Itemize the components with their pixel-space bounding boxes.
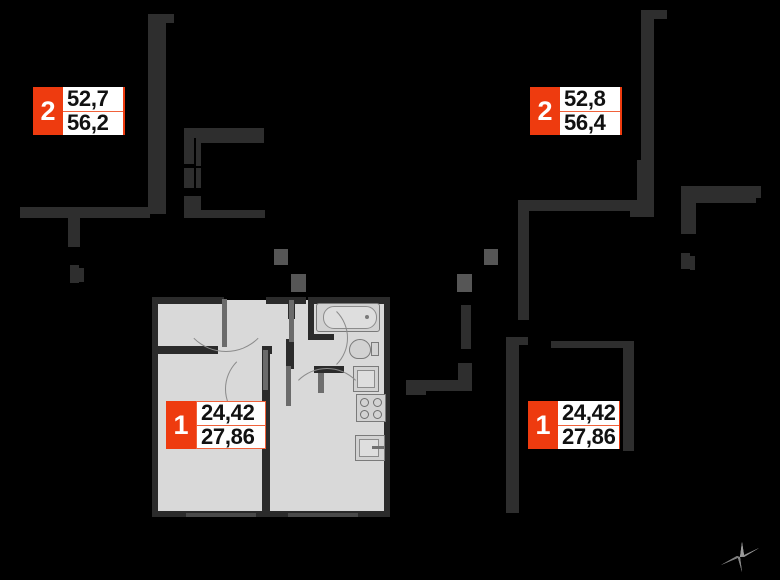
total-area-value: 56,2 — [67, 110, 109, 135]
bathtub-drain-icon — [365, 315, 369, 319]
area-values: 24,42 27,86 — [196, 401, 266, 449]
wall-segment — [184, 168, 194, 188]
wall-segment — [68, 207, 80, 247]
wall-segment — [196, 138, 201, 166]
toilet-tank-icon — [371, 342, 379, 356]
wall-segment — [196, 138, 264, 143]
wall-segment — [641, 10, 654, 216]
wall-segment — [641, 10, 667, 19]
wall-segment — [623, 341, 634, 451]
wall-segment — [20, 207, 95, 218]
wall-segment — [266, 297, 306, 304]
wall-segment — [406, 391, 426, 395]
door-leaf — [263, 350, 268, 390]
wall-segment — [262, 346, 270, 512]
area-values: 52,8 56,4 — [560, 87, 622, 135]
living-area-value: 52,7 — [63, 87, 123, 112]
living-area-value: 52,8 — [560, 87, 620, 112]
wall-segment — [461, 305, 471, 349]
living-area-value: 24,42 — [197, 402, 265, 426]
ventilation-shaft — [291, 274, 306, 292]
wall-segment — [184, 128, 264, 138]
door-leaf — [286, 366, 291, 406]
ventilation-shaft — [457, 274, 472, 292]
window — [288, 513, 358, 517]
wall-segment — [518, 200, 529, 320]
wall-segment — [148, 14, 174, 23]
wall-segment — [406, 380, 472, 391]
wall-segment — [308, 297, 390, 304]
wall-segment — [161, 22, 166, 214]
door-leaf — [222, 299, 227, 347]
stove-burner-icon — [373, 398, 382, 407]
wall-segment — [696, 198, 756, 203]
wall-segment — [681, 253, 690, 269]
wall-segment — [70, 265, 79, 283]
door-swing-arc — [286, 368, 368, 450]
door-swing-arc — [272, 300, 348, 376]
wall-segment — [681, 190, 693, 234]
total-area-value: 27,86 — [562, 424, 616, 449]
wall-segment — [184, 128, 194, 164]
total-area-value: 27,86 — [201, 423, 255, 449]
ventilation-shaft — [274, 249, 288, 265]
wall-segment — [690, 256, 695, 270]
wall-segment — [518, 200, 638, 211]
sink-faucet-icon — [372, 446, 384, 449]
wall-segment — [551, 341, 629, 348]
room-count-badge: 1 — [528, 401, 558, 449]
living-area-value: 24,42 — [558, 401, 619, 426]
toilet-icon — [349, 339, 371, 359]
door-leaf — [289, 300, 294, 342]
wall-segment — [506, 337, 528, 345]
wall-segment — [630, 206, 654, 217]
wall-segment — [152, 297, 158, 517]
wall-segment — [190, 210, 265, 218]
wall-segment — [196, 168, 201, 188]
window — [186, 513, 256, 517]
room-count-badge: 1 — [166, 401, 196, 449]
wall-segment — [196, 196, 201, 212]
wall-segment — [691, 198, 696, 234]
area-label-top-left[interactable]: 2 52,7 56,2 — [33, 87, 125, 135]
wall-segment — [506, 337, 519, 513]
room-count-badge: 2 — [530, 87, 560, 135]
total-area-value: 56,4 — [564, 110, 606, 135]
wall-segment — [637, 160, 642, 216]
wall-segment — [384, 297, 390, 517]
room-count-badge: 2 — [33, 87, 63, 135]
wall-segment — [152, 511, 390, 517]
wall-segment — [148, 14, 161, 214]
wall-segment — [95, 207, 150, 218]
area-label-bottom-left[interactable]: 1 24,42 27,86 — [166, 401, 266, 449]
washer-inner — [357, 370, 375, 388]
north-arrow-icon — [718, 538, 762, 576]
wall-segment — [681, 186, 761, 198]
area-values: 52,7 56,2 — [63, 87, 125, 135]
door-swing-arc — [225, 350, 303, 428]
area-values: 24,42 27,86 — [558, 401, 620, 449]
area-label-top-right[interactable]: 2 52,8 56,4 — [530, 87, 622, 135]
ventilation-shaft — [484, 249, 498, 265]
door-swing-arc — [180, 260, 272, 352]
wall-segment — [458, 363, 472, 391]
wall-segment — [156, 346, 218, 354]
wall-segment — [79, 268, 84, 282]
stove-burner-icon — [373, 410, 382, 419]
area-label-bottom-right[interactable]: 1 24,42 27,86 — [528, 401, 620, 449]
